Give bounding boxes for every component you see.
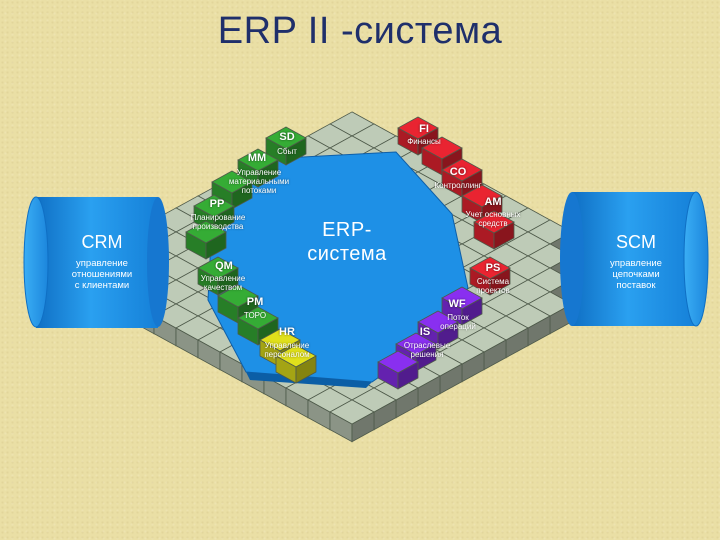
module-cube xyxy=(237,148,279,188)
module-pp-code: PP xyxy=(209,198,225,210)
module-cube xyxy=(377,350,419,390)
module-pp-desc: Планирование производства xyxy=(190,213,246,231)
lattice-cube xyxy=(329,399,375,443)
module-cube xyxy=(461,184,503,224)
module-ps-desc: Система проектов xyxy=(476,277,510,295)
module-is-code: IS xyxy=(419,326,431,338)
crm-cylinder xyxy=(23,196,169,328)
crm-label: CRM xyxy=(81,232,123,252)
module-cube xyxy=(469,256,511,296)
module-qm-code: QM xyxy=(215,260,233,272)
module-cube xyxy=(417,310,459,350)
module-co-code: CO xyxy=(449,166,467,178)
module-am-desc: Учет основных средств xyxy=(465,210,521,228)
module-mm-code: MM xyxy=(247,152,267,164)
module-cube xyxy=(275,344,317,384)
module-cube xyxy=(441,286,483,326)
erp-core-shadow xyxy=(246,372,372,388)
module-cube xyxy=(473,210,515,250)
module-cube xyxy=(185,220,227,260)
module-cube xyxy=(197,256,239,296)
module-sd-code: SD xyxy=(279,131,295,143)
module-wf-code: WF xyxy=(448,298,466,310)
scm-cylinder xyxy=(560,191,709,327)
scm-label: SCM xyxy=(616,232,656,252)
module-cube xyxy=(211,170,253,210)
module-ps-code: PS xyxy=(485,262,501,274)
module-cube xyxy=(265,126,307,166)
scm-caption: управление цепочками поставок xyxy=(610,258,662,291)
module-fi-desc: Финансы xyxy=(407,137,441,146)
module-co-desc: Контроллинг xyxy=(434,181,482,190)
module-qm-desc: Управление качеством xyxy=(200,274,246,292)
module-fi-code: FI xyxy=(419,123,429,135)
module-pm-code: PM xyxy=(246,296,264,308)
module-cube xyxy=(237,306,279,346)
page-title: ERP II -система xyxy=(217,10,503,52)
module-mm-desc: Управление материальными потоками xyxy=(228,168,290,195)
erp-center-label: ERP- система xyxy=(307,219,387,265)
module-hr-desc: Управление персоналом xyxy=(264,341,310,359)
module-wf-desc: Поток операций xyxy=(440,313,476,331)
module-am-code: AM xyxy=(484,196,502,208)
module-pm-desc: ТОРО xyxy=(243,311,267,320)
module-is-desc: Отраслевые решения xyxy=(403,341,451,359)
module-sd-desc: Сбыт xyxy=(277,147,297,156)
module-cube xyxy=(441,158,483,198)
module-blocks xyxy=(185,116,515,390)
crm-caption: управление отношениями с клиентами xyxy=(71,258,133,291)
module-hr-code: HR xyxy=(279,326,295,338)
